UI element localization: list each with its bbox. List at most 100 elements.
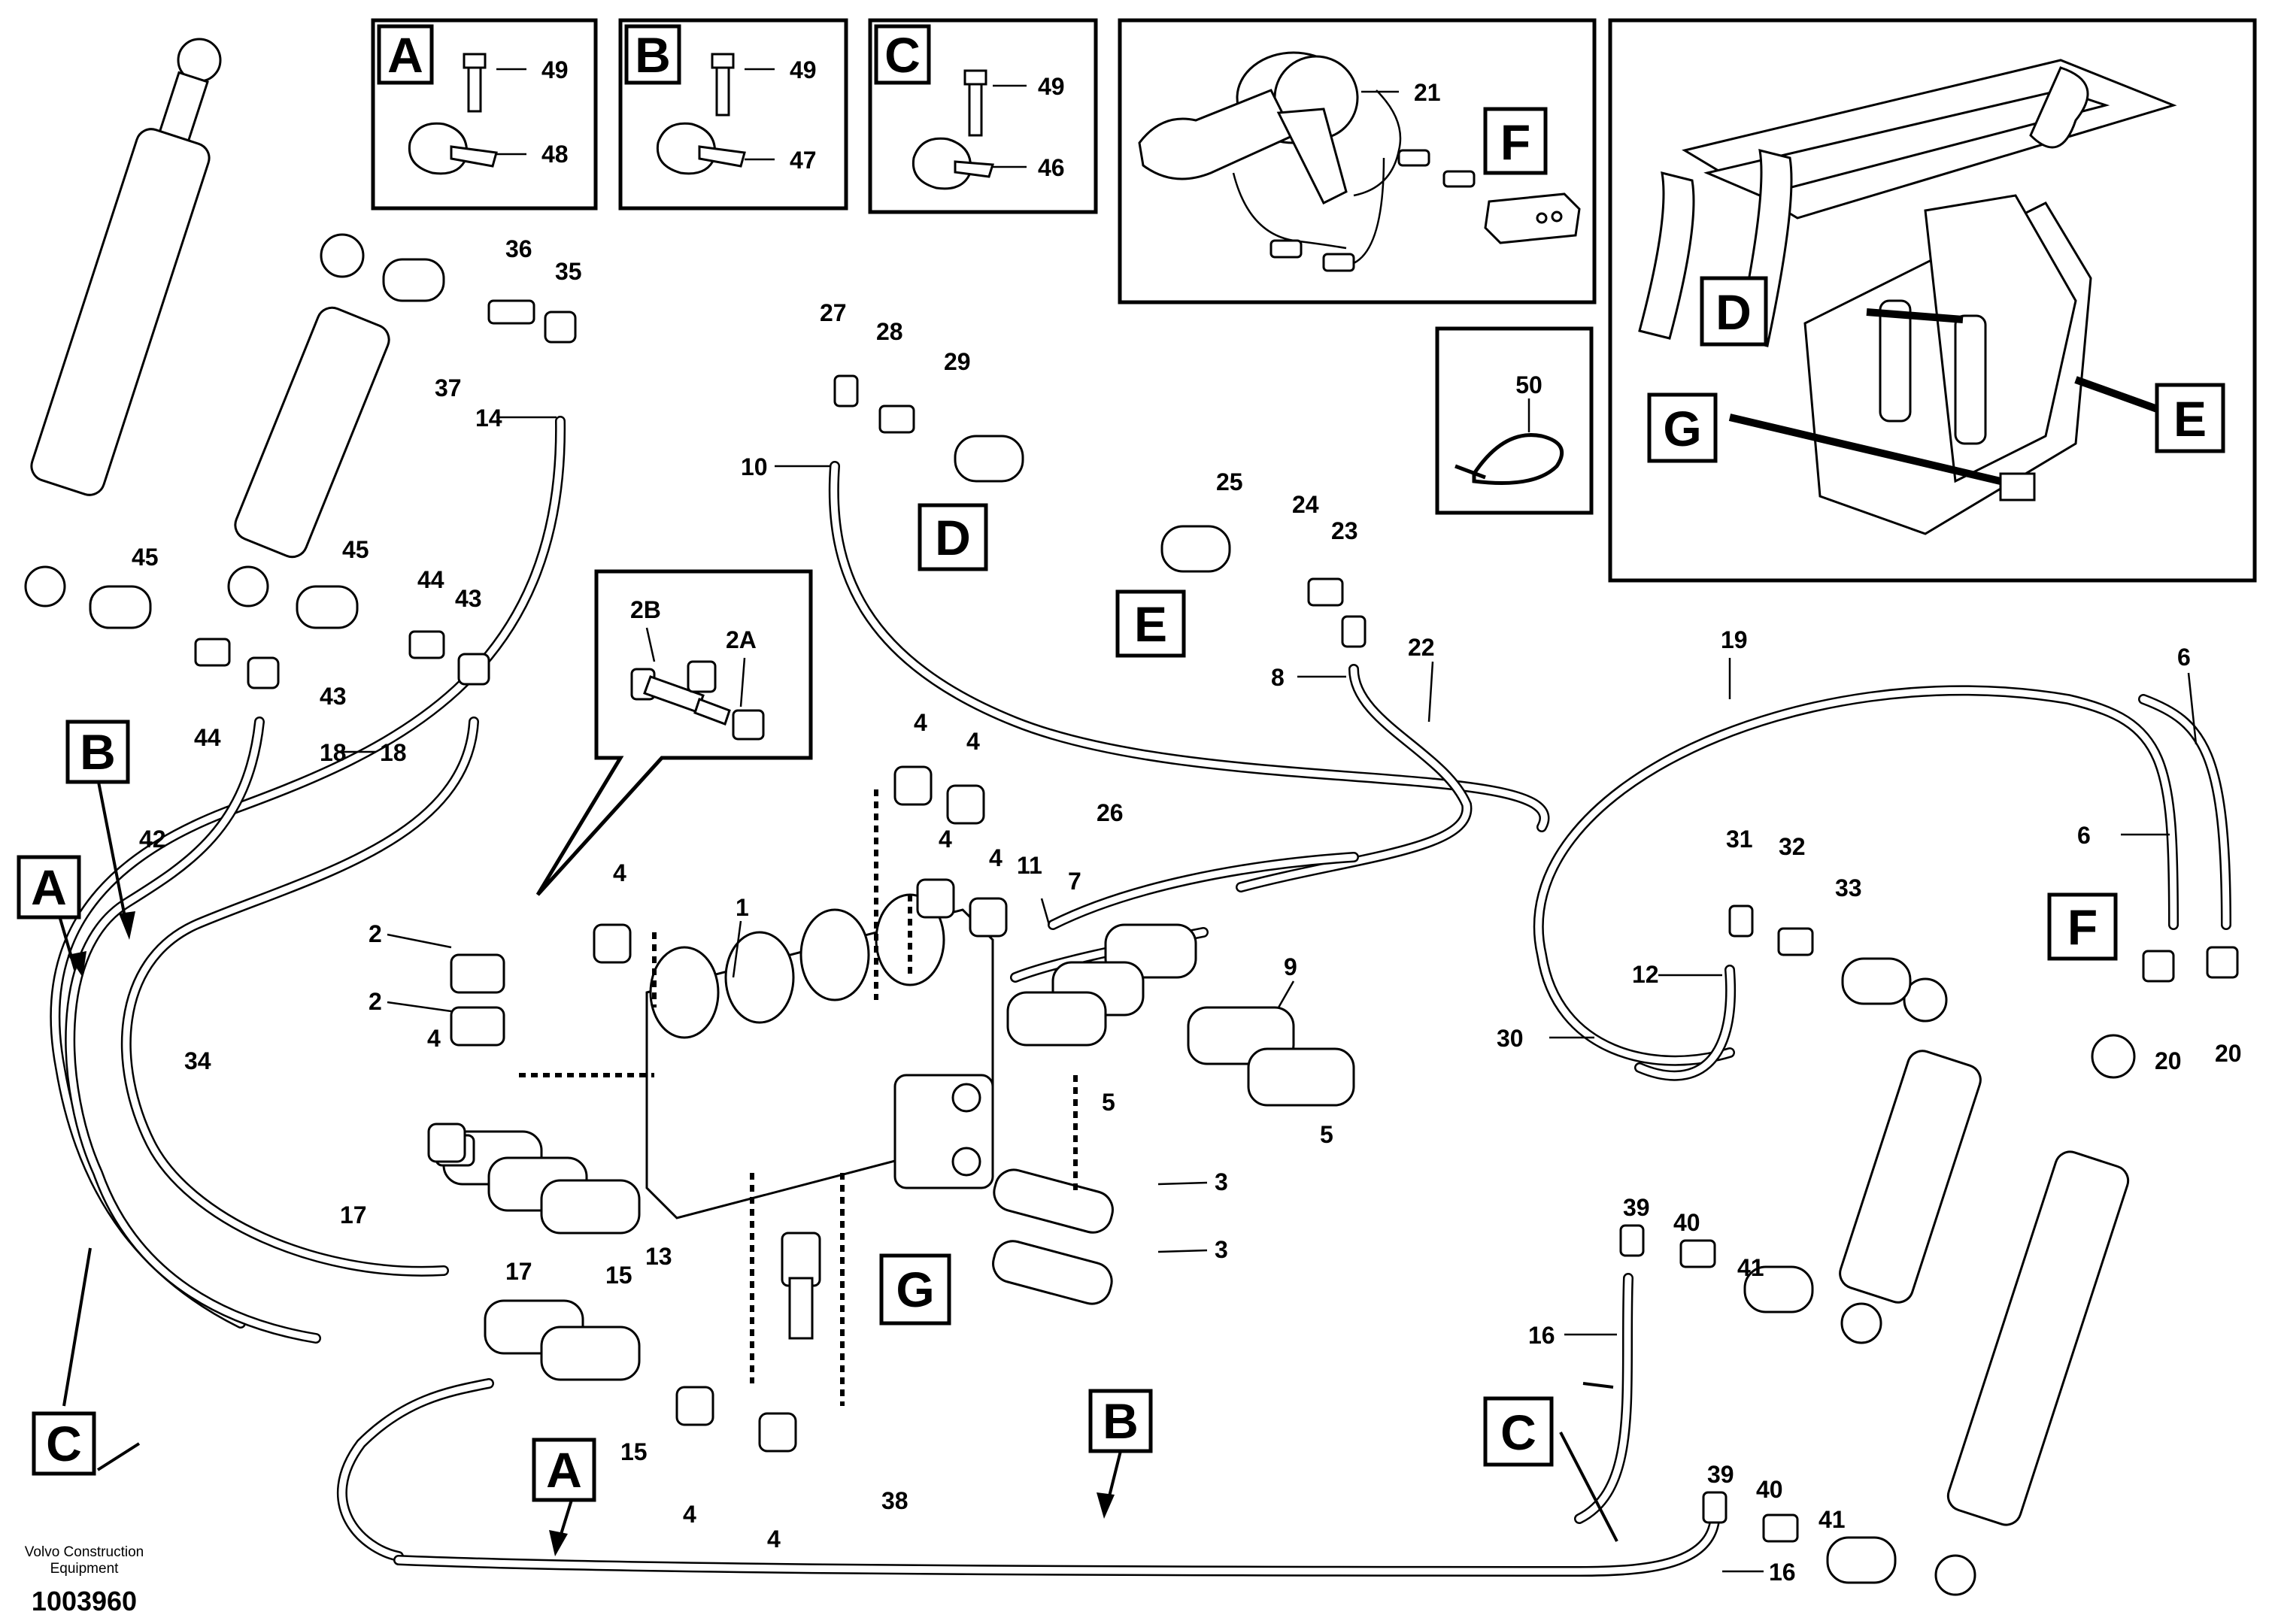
label-part-4-e: 4 bbox=[613, 859, 626, 886]
adapter-label-2b: 2B bbox=[630, 596, 661, 623]
label-part-15-lower: 15 bbox=[620, 1438, 648, 1465]
label-part-42: 42 bbox=[139, 826, 166, 853]
label-part-2-upper: 2 bbox=[369, 920, 382, 947]
footer: Volvo Construction Equipment 1003960 bbox=[25, 1544, 144, 1616]
tilt-cylinder-far-right bbox=[1934, 1034, 2136, 1596]
detail-box-sensor: 21 F bbox=[1118, 18, 1597, 304]
cable-tie-label: 50 bbox=[1515, 371, 1542, 398]
footer-company-line2: Equipment bbox=[50, 1561, 120, 1577]
label-part-16-upper: 16 bbox=[1528, 1322, 1555, 1349]
label-part-18-a: 18 bbox=[320, 739, 347, 766]
detail-box-c-clamp-label: 46 bbox=[1038, 154, 1065, 181]
label-part-18-b: 18 bbox=[380, 739, 407, 766]
label-part-22: 22 bbox=[1408, 634, 1435, 661]
footer-company-line1: Volvo Construction bbox=[25, 1544, 144, 1560]
label-part-31: 31 bbox=[1726, 826, 1753, 853]
label-part-4-b: 4 bbox=[966, 728, 980, 755]
detail-box-adapter: 2B 2A bbox=[535, 569, 813, 896]
label-part-4-g: 4 bbox=[683, 1501, 696, 1528]
detail-box-c-letter: C bbox=[884, 27, 921, 83]
label-part-4-a: 4 bbox=[914, 709, 927, 736]
label-part-4-d: 4 bbox=[989, 844, 1003, 871]
hose-network bbox=[50, 416, 2231, 1577]
label-part-2-lower: 2 bbox=[369, 988, 382, 1015]
label-part-20-b: 20 bbox=[2215, 1040, 2242, 1067]
label-part-10: 10 bbox=[741, 453, 768, 480]
label-part-34: 34 bbox=[184, 1047, 211, 1074]
detail-box-f-letter: F bbox=[1500, 114, 1530, 170]
control-valve-block bbox=[435, 893, 1355, 1381]
label-part-44-right: 44 bbox=[417, 566, 444, 593]
label-part-3-upper: 3 bbox=[1215, 1168, 1228, 1195]
footer-drawing-number: 1003960 bbox=[32, 1586, 137, 1616]
label-part-44-left: 44 bbox=[194, 724, 221, 751]
label-part-17-upper: 17 bbox=[340, 1201, 367, 1229]
label-part-30: 30 bbox=[1497, 1025, 1524, 1052]
label-part-17-lower: 17 bbox=[505, 1258, 532, 1285]
leader-lines bbox=[342, 416, 2198, 1573]
detail-box-loader-frame: D G E bbox=[1608, 18, 2257, 583]
detail-box-a-letter: A bbox=[387, 27, 423, 83]
label-part-8: 8 bbox=[1271, 664, 1285, 691]
label-part-4-c: 4 bbox=[939, 826, 952, 853]
label-part-27: 27 bbox=[820, 299, 847, 326]
frame-callout-g: G bbox=[1663, 401, 1701, 456]
label-part-38: 38 bbox=[881, 1487, 908, 1514]
label-part-20-a: 20 bbox=[2155, 1047, 2182, 1074]
label-part-7: 7 bbox=[1068, 868, 1081, 895]
label-part-24: 24 bbox=[1292, 491, 1319, 518]
detail-box-b-screw-label: 49 bbox=[790, 56, 817, 83]
label-part-43-upper: 43 bbox=[455, 585, 482, 612]
label-part-39-upper: 39 bbox=[1623, 1194, 1650, 1221]
detail-box-a-screw-label: 49 bbox=[541, 56, 569, 83]
label-part-45-left: 45 bbox=[132, 544, 159, 571]
detail-box-cable-tie: 50 bbox=[1435, 326, 1594, 515]
label-part-3-lower: 3 bbox=[1215, 1236, 1228, 1263]
label-part-28: 28 bbox=[876, 318, 903, 345]
label-part-45-right: 45 bbox=[342, 536, 369, 563]
label-part-19: 19 bbox=[1721, 626, 1748, 653]
callout-a-bottom: A bbox=[546, 1442, 582, 1498]
label-part-37: 37 bbox=[435, 374, 462, 401]
label-part-40-lower: 40 bbox=[1756, 1476, 1783, 1503]
callout-a-left: A bbox=[31, 859, 67, 915]
label-part-5-a: 5 bbox=[1102, 1089, 1115, 1116]
label-part-5-b: 5 bbox=[1320, 1121, 1333, 1148]
label-part-6-b: 6 bbox=[2077, 822, 2091, 849]
label-part-1: 1 bbox=[736, 894, 749, 921]
detail-box-c-screw-label: 49 bbox=[1038, 73, 1065, 100]
label-part-41-lower: 41 bbox=[1819, 1506, 1846, 1533]
label-part-26: 26 bbox=[1097, 799, 1124, 826]
label-part-4-h: 4 bbox=[767, 1526, 781, 1553]
tilt-cylinder-right bbox=[1839, 977, 1982, 1344]
label-part-13: 13 bbox=[645, 1243, 672, 1270]
label-part-41-upper: 41 bbox=[1737, 1254, 1764, 1281]
lift-cylinder-top-left bbox=[24, 38, 222, 607]
label-part-43-lower: 43 bbox=[320, 683, 347, 710]
frame-callout-d: D bbox=[1715, 284, 1752, 340]
label-part-23: 23 bbox=[1331, 517, 1358, 544]
callout-f: F bbox=[2067, 899, 2098, 955]
callout-b-left: B bbox=[80, 724, 116, 780]
label-part-16-lower: 16 bbox=[1769, 1559, 1796, 1586]
label-part-40-upper: 40 bbox=[1673, 1209, 1700, 1236]
label-part-25: 25 bbox=[1216, 468, 1243, 495]
detail-box-b: B 49 47 bbox=[618, 18, 848, 211]
detail-box-a: A 49 48 bbox=[371, 18, 598, 211]
callout-e: E bbox=[1134, 596, 1167, 652]
label-part-29: 29 bbox=[944, 348, 971, 375]
label-part-12: 12 bbox=[1632, 961, 1659, 988]
callout-b-bottom: B bbox=[1103, 1393, 1139, 1449]
fittings bbox=[89, 258, 2239, 1584]
label-part-4-f: 4 bbox=[427, 1025, 441, 1052]
callout-c-left: C bbox=[46, 1416, 82, 1471]
lift-cylinder-mid-left bbox=[227, 233, 390, 607]
callout-g: G bbox=[896, 1262, 934, 1317]
label-part-9: 9 bbox=[1284, 953, 1297, 980]
detail-box-b-letter: B bbox=[635, 27, 671, 83]
detail-box-a-clamp-label: 48 bbox=[541, 141, 569, 168]
detail-box-c: C 49 46 bbox=[868, 18, 1098, 214]
label-part-33: 33 bbox=[1835, 874, 1862, 901]
callout-d: D bbox=[935, 510, 971, 565]
